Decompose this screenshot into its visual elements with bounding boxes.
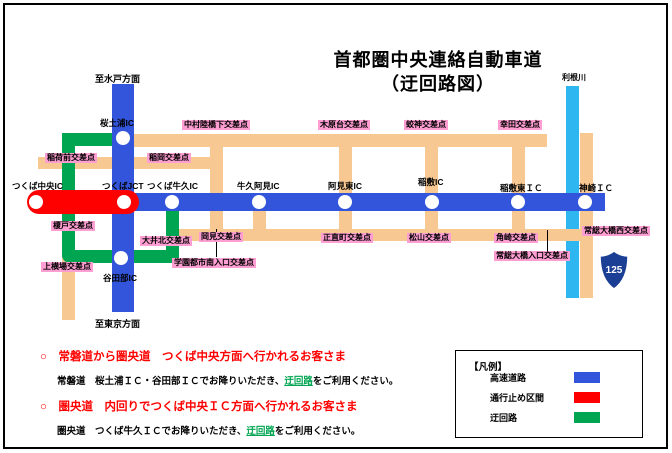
general-road-upper <box>123 134 547 147</box>
detour-route-top <box>62 133 123 146</box>
ic-label-kozaki: 神崎ＩＣ <box>579 183 614 193</box>
note-1-body-suffix: をご利用ください。 <box>312 376 399 387</box>
intersection-label-tsunozaki: 角崎交差点 <box>494 233 538 243</box>
ic-node-inashiki-higashi <box>511 195 525 209</box>
intersection-label-gakuen-minami: 学園都市南入口交差点 <box>172 258 256 268</box>
intersection-label-oikita: 大井北交差点 <box>140 236 192 246</box>
intersection-label-joso-ohashi-nishi: 常総大橋西交差点 <box>582 226 650 236</box>
ic-node-tsukuba-jct <box>117 195 131 209</box>
legend-label-detour: 迂回路 <box>490 413 518 423</box>
legend-swatch-closed <box>574 392 600 403</box>
legend-swatch-expressway <box>574 372 600 383</box>
intersection-label-koujin: 蛟神交差点 <box>404 120 448 130</box>
note-2-heading: ○ 圏央道 内回りでつくば中央ＩＣ方面へ行かれるお客さま <box>40 401 358 413</box>
general-road-vertical-inashiki-higashi <box>512 140 525 235</box>
note-2-body-prefix: 圏央道 つくば牛久ＩＣでお降りいただき、 <box>57 426 247 437</box>
note-1-body-highlight: 迂回路 <box>284 376 313 387</box>
leader-line-gakuen <box>216 229 217 257</box>
legend-label-expressway: 高速道路 <box>490 373 527 383</box>
intersection-label-okami: 岡見交差点 <box>199 232 243 242</box>
legend-swatch-detour <box>574 412 600 423</box>
general-road-vertical-inashiki <box>425 140 438 235</box>
note-2-body-suffix: をご利用ください。 <box>274 426 361 437</box>
general-road-vertical-ami-higashi <box>339 140 352 235</box>
ic-node-ami-higashi <box>338 195 352 209</box>
ic-node-tsukuba-chuo <box>29 195 43 209</box>
general-road-vertical-nakamura <box>210 140 223 235</box>
ic-label-tsukuba-chuo: つくば中央IC <box>12 181 64 191</box>
general-road-southwest-vertical <box>62 256 75 320</box>
legend-label-closed: 通行止め区間 <box>490 393 545 403</box>
intersection-label-inarimae: 稲荷前交差点 <box>45 153 97 163</box>
ic-label-inashiki: 稲敷IC <box>418 177 444 187</box>
note-1-body: 常磐道 桜土浦ＩＣ・谷田部ＩＣでお降りいただき、迂回路をご利用ください。 <box>57 373 398 387</box>
ic-label-ushiku-ami: 牛久阿見IC <box>237 181 280 191</box>
intersection-label-kiharadai: 木原台交差点 <box>318 120 370 130</box>
page-title: 首都圏中央連絡自動車道 （迂回路図） <box>318 48 558 96</box>
ic-label-tsukuba-ushiku: つくば牛久IC <box>147 181 199 191</box>
ic-node-sakura-tsuchiura <box>116 131 130 145</box>
intersection-label-enokido: 榎戸交差点 <box>51 221 95 231</box>
route-125-shield-icon: 125 <box>599 250 629 290</box>
note-2-body-highlight: 迂回路 <box>246 426 275 437</box>
tone-river-label: 利根川 <box>562 73 586 82</box>
note-1-body-prefix: 常磐道 桜土浦ＩＣ・谷田部ＩＣでお降りいただき、 <box>57 376 285 387</box>
page-title-line2: （迂回路図） <box>381 74 495 94</box>
ic-node-yatabe <box>114 251 128 265</box>
intersection-label-shojikimachi: 正直町交差点 <box>321 233 373 243</box>
detour-route-east-vertical <box>166 202 179 263</box>
legend-box: 【凡例】 高速道路 通行止め区間 迂回路 <box>455 350 643 438</box>
ic-label-ami-higashi: 阿見東IC <box>328 181 363 191</box>
legend-row-expressway: 高速道路 <box>490 371 600 384</box>
general-road-east-vertical <box>580 133 593 298</box>
intersection-label-kouda: 幸田交差点 <box>498 120 542 130</box>
page-title-line1: 首都圏中央連絡自動車道 <box>333 50 543 70</box>
ic-node-inashiki <box>425 195 439 209</box>
ic-node-kozaki <box>578 195 592 209</box>
general-road-lower <box>172 229 593 241</box>
ic-node-tsukuba-ushiku <box>165 195 179 209</box>
ic-label-yatabe: 谷田部IC <box>103 273 138 283</box>
legend-row-closed: 通行止め区間 <box>490 391 600 404</box>
page-border <box>3 3 668 449</box>
tone-river <box>566 86 579 298</box>
note-1-heading: ○ 常磐道から圏央道 つくば中央方面へ行かれるお客さま <box>40 351 346 363</box>
legend-row-detour: 迂回路 <box>490 411 600 424</box>
intersection-label-nakamura: 中村陸橋下交差点 <box>182 120 250 130</box>
legend-title: 【凡例】 <box>469 362 508 373</box>
leader-line-joso-iriguchi <box>547 230 548 253</box>
ic-label-sakura-tsuchiura: 桜土浦IC <box>100 118 135 128</box>
intersection-label-inaoka: 稲岡交差点 <box>147 153 191 163</box>
intersection-label-matsuyama: 松山交差点 <box>407 233 451 243</box>
direction-tokyo: 至東京方面 <box>95 319 141 329</box>
svg-text:125: 125 <box>606 265 623 276</box>
ic-label-inashiki-higashi: 稲敷東ＩＣ <box>500 183 543 193</box>
intersection-label-kamiyokoba: 上横場交差点 <box>41 262 93 272</box>
direction-mito: 至水戸方面 <box>95 74 141 84</box>
note-2-body: 圏央道 つくば牛久ＩＣでお降りいただき、迂回路をご利用ください。 <box>57 423 360 437</box>
ic-label-tsukuba-jct: つくばJCT <box>102 181 144 191</box>
intersection-label-joso-ohashi-iriguchi: 常総大橋入口交差点 <box>494 251 570 261</box>
ic-node-ushiku-ami <box>252 195 266 209</box>
